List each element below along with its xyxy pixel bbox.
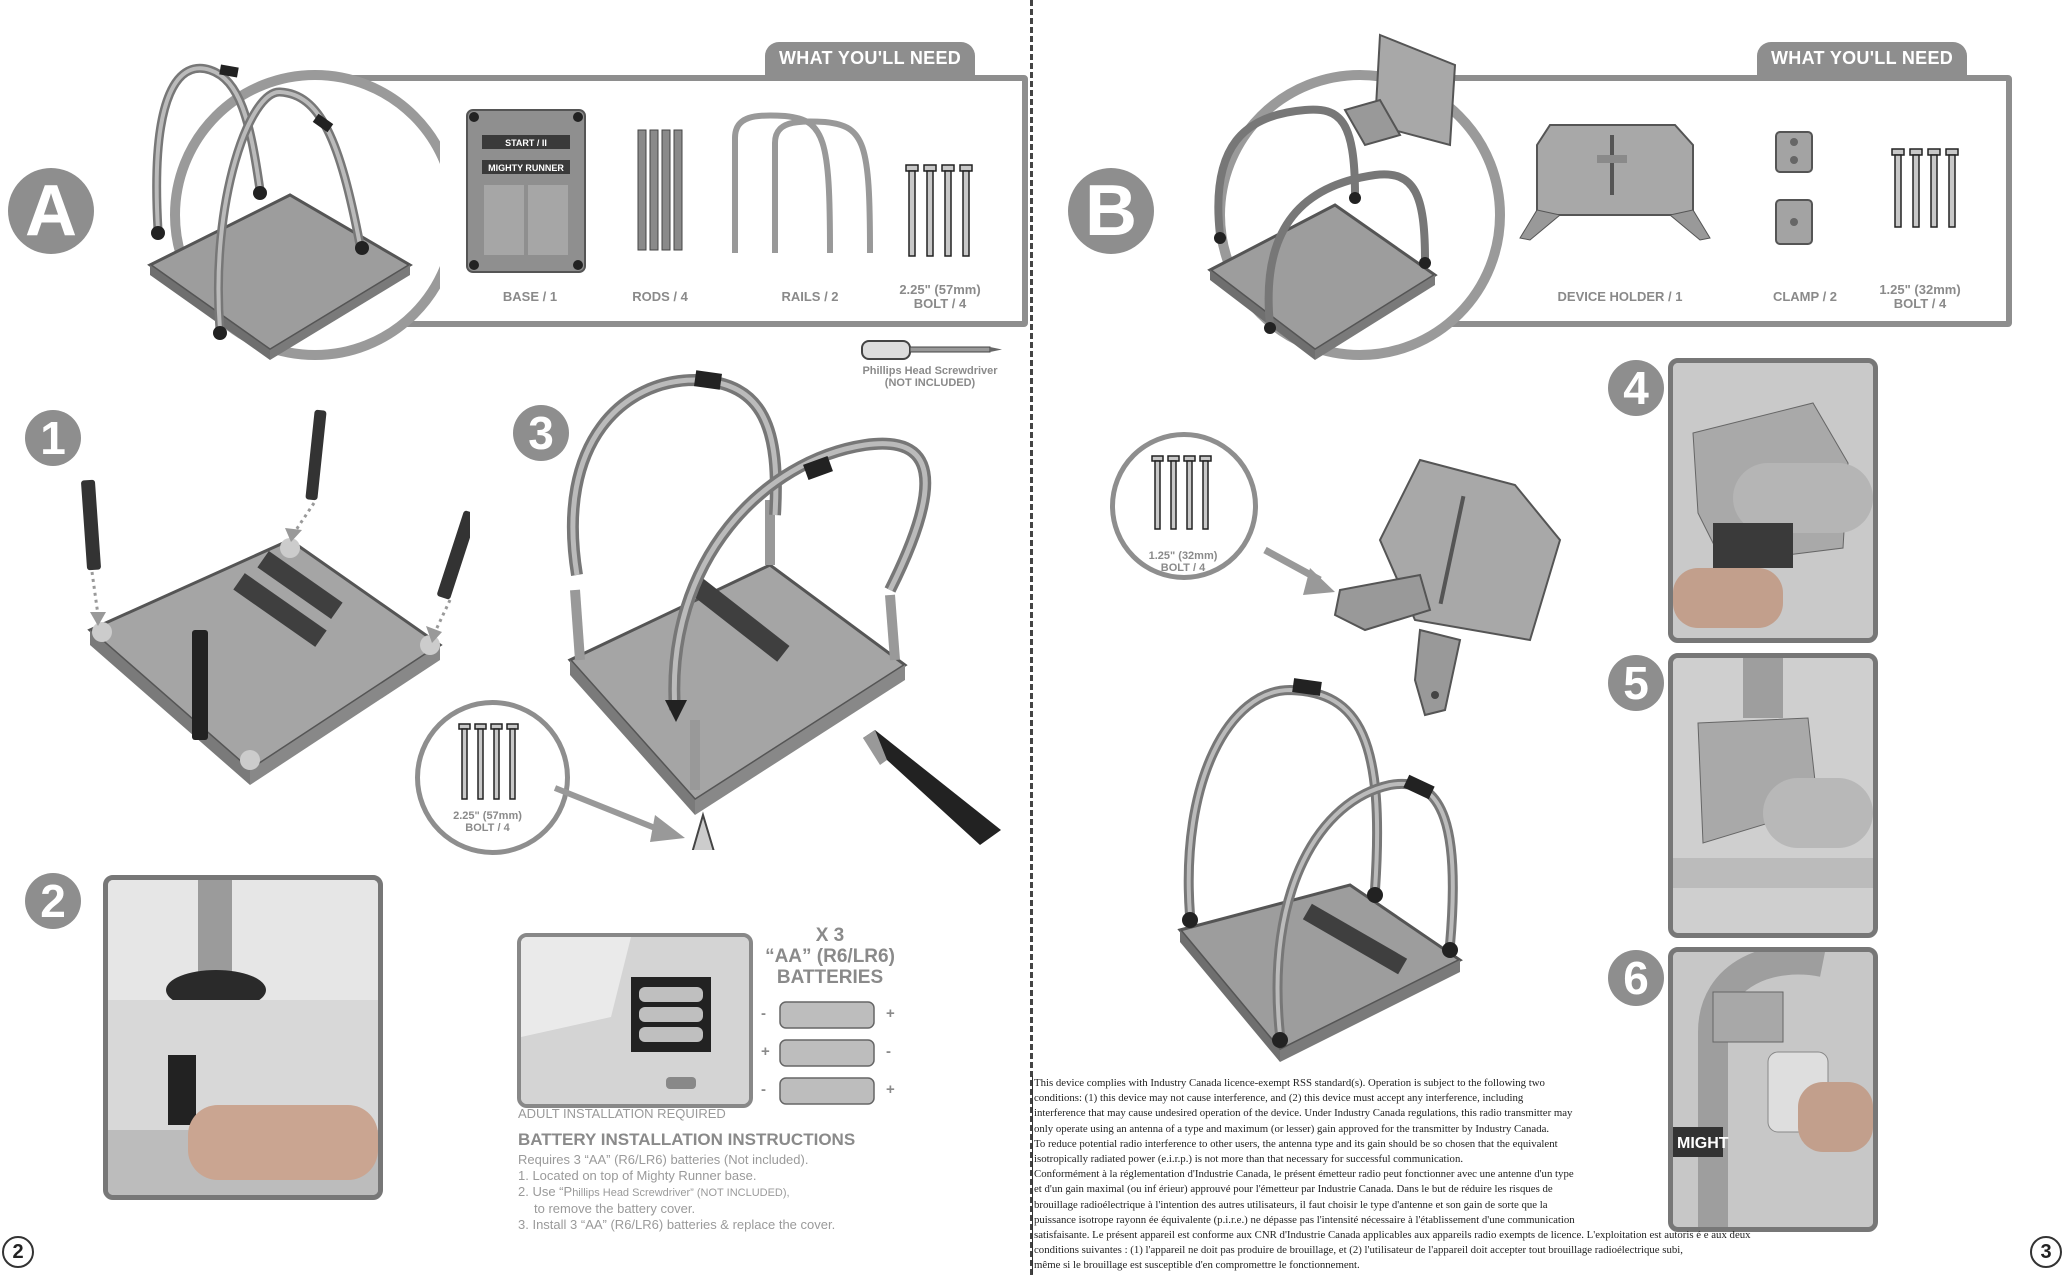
step-3-bolt-label: 2.25" (57mm) BOLT / 4 — [430, 810, 545, 834]
assembled-runner-rails-illustration — [1177, 678, 1463, 1062]
step-4-photo — [1668, 358, 1878, 643]
part-label-device-holder: DEVICE HOLDER / 1 — [1557, 289, 1683, 304]
industry-canada-compliance-text: This device complies with Industry Canad… — [1032, 1076, 1892, 1274]
legal-line: interference that may cause undesired op… — [1032, 1106, 1892, 1122]
polarity-3-right: + — [886, 1081, 895, 1098]
step-2-photo — [103, 875, 383, 1200]
bolt-32mm-size: 1.25" (32mm) — [1879, 282, 1961, 297]
step-3-bolt-size: 2.25" (57mm) — [453, 810, 522, 822]
polarity-2-left: + — [761, 1043, 770, 1060]
legal-line: Conformément à la réglementation d'Indus… — [1032, 1167, 1892, 1183]
legal-line: brouillage radioélectrique à l'intention… — [1032, 1197, 1892, 1213]
device-holder-part-image — [1519, 124, 1711, 241]
polarity-3-left: - — [761, 1081, 766, 1098]
part-label-bolt-57mm: 2.25" (57mm) BOLT / 4 — [880, 283, 1000, 311]
base-start-text: START / II — [505, 138, 547, 148]
legal-line: conditions: (1) this device may not caus… — [1032, 1091, 1892, 1107]
bolt-callout-b-bolts — [1151, 455, 1212, 530]
part-label-bolt-32mm: 1.25" (32mm) BOLT / 4 — [1860, 283, 1980, 311]
legal-line: isotropically radiated power (e.i.r.p.) … — [1032, 1152, 1892, 1168]
step-2-label: 2 — [25, 873, 81, 929]
bolt-57mm-size: 2.25" (57mm) — [899, 282, 981, 297]
step-3-callout-arrow — [553, 785, 685, 842]
legal-line: satisfaisante. Le présent appareil est c… — [1032, 1228, 1892, 1244]
batteries-type: “AA” (R6/LR6) — [765, 946, 895, 967]
part-label-base: BASE / 1 — [502, 289, 558, 304]
page-number-left: 2 — [2, 1236, 34, 1268]
photo-6-brand-text: MIGHT — [1677, 1135, 1729, 1152]
base-brand-text: MIGHTY RUNNER — [488, 163, 564, 173]
bolts-32mm-part-image — [1891, 148, 1959, 228]
step-3-label: 3 — [513, 405, 569, 461]
device-holder-attach-illustration — [1263, 458, 1562, 717]
battery-step-1: 1. Located on top of Mighty Runner base. — [518, 1168, 757, 1183]
legal-line: puissance isotrope rayonn ée équivalente… — [1032, 1212, 1892, 1229]
clamps-part-image — [1775, 131, 1813, 245]
section-b-label: B — [1068, 168, 1154, 254]
legal-line: only operate using an antenna of a type … — [1032, 1121, 1892, 1137]
screwdriver-label: Phillips Head Screwdriver — [862, 365, 998, 377]
step-3-bolt-count: BOLT / 4 — [465, 822, 510, 834]
assembled-runner-illustration-a — [147, 63, 440, 360]
battery-requirement: Requires 3 “AA” (R6/LR6) batteries (Not … — [518, 1152, 809, 1167]
adult-installation-note: ADULT INSTALLATION REQUIRED — [518, 1106, 726, 1121]
battery-instructions-body: Requires 3 “AA” (R6/LR6) batteries (Not … — [518, 1152, 938, 1233]
step-1-illustration — [81, 409, 470, 785]
part-label-clamp: CLAMP / 2 — [1772, 289, 1838, 304]
step-1-label: 1 — [25, 410, 81, 466]
batteries-count: X 3 — [815, 925, 845, 946]
bolts-57mm-part-image — [905, 164, 973, 257]
bolt-32mm-count: BOLT / 4 — [1893, 296, 1947, 311]
polarity-2-right: - — [886, 1043, 891, 1060]
page-number-right: 3 — [2030, 1236, 2062, 1268]
bolt-57mm-count: BOLT / 4 — [913, 296, 967, 311]
bolt-callout-b-count: BOLT / 4 — [1160, 562, 1206, 574]
screwdriver-icon — [861, 340, 1002, 360]
legal-line: conditions suivantes : (1) l'appareil ne… — [1032, 1243, 1892, 1259]
part-label-rails: RAILS / 2 — [781, 289, 839, 304]
assembled-runner-illustration-b — [1207, 33, 1505, 360]
what-youll-need-tab-b: WHAT YOU'LL NEED — [1757, 42, 1968, 75]
step-6-label: 6 — [1608, 950, 1664, 1006]
rods-part-image — [637, 129, 683, 251]
battery-polarity-diagram — [779, 1001, 875, 1105]
battery-instructions-title: BATTERY INSTALLATION INSTRUCTIONS — [518, 1130, 856, 1149]
battery-step-2-cont: to remove the battery cover. — [534, 1201, 696, 1216]
step-5-label: 5 — [1608, 655, 1664, 711]
part-label-rods: RODS / 4 — [632, 289, 688, 304]
battery-step-3: 3. Install 3 “AA” (R6/LR6) batteries & r… — [518, 1217, 836, 1232]
polarity-1-right: + — [886, 1005, 895, 1022]
page-fold-divider — [1030, 0, 1033, 1275]
screwdriver-note: Phillips Head Screwdriver (NOT INCLUDED) — [850, 365, 1010, 389]
battery-step-2: 2. Use “Phillips Head Screwdriver” (NOT … — [518, 1184, 790, 1199]
legal-line: To reduce potential radio interference t… — [1032, 1136, 1892, 1153]
battery-compartment-photo — [517, 933, 753, 1108]
batteries-label: BATTERIES — [776, 967, 884, 988]
step-6-photo: MIGHT — [1668, 947, 1878, 1232]
step-3-illustration — [566, 370, 1001, 850]
base-part-image: START / II MIGHTY RUNNER — [466, 109, 586, 273]
section-a-label: A — [8, 168, 94, 254]
what-youll-need-tab-a: WHAT YOU'LL NEED — [765, 42, 976, 75]
legal-line: This device complies with Industry Canad… — [1032, 1076, 1892, 1092]
polarity-1-left: - — [761, 1005, 766, 1022]
step-4-label: 4 — [1608, 360, 1664, 416]
batteries-heading: X 3 “AA” (R6/LR6) BATTERIES — [760, 925, 900, 988]
legal-line: même si le brouillage est susceptible d'… — [1032, 1258, 1892, 1274]
bolt-callout-b-label: 1.25" (32mm) BOLT / 4 — [1128, 550, 1238, 574]
bolt-callout-b-size: 1.25" (32mm) — [1148, 550, 1218, 562]
screwdriver-not-included: (NOT INCLUDED) — [884, 377, 976, 389]
step-3-bolts-image — [458, 723, 519, 800]
step-5-photo — [1668, 653, 1878, 938]
rails-part-image — [732, 112, 873, 254]
legal-line: et d'un gain maximal (ou inf érieur) app… — [1032, 1182, 1892, 1198]
